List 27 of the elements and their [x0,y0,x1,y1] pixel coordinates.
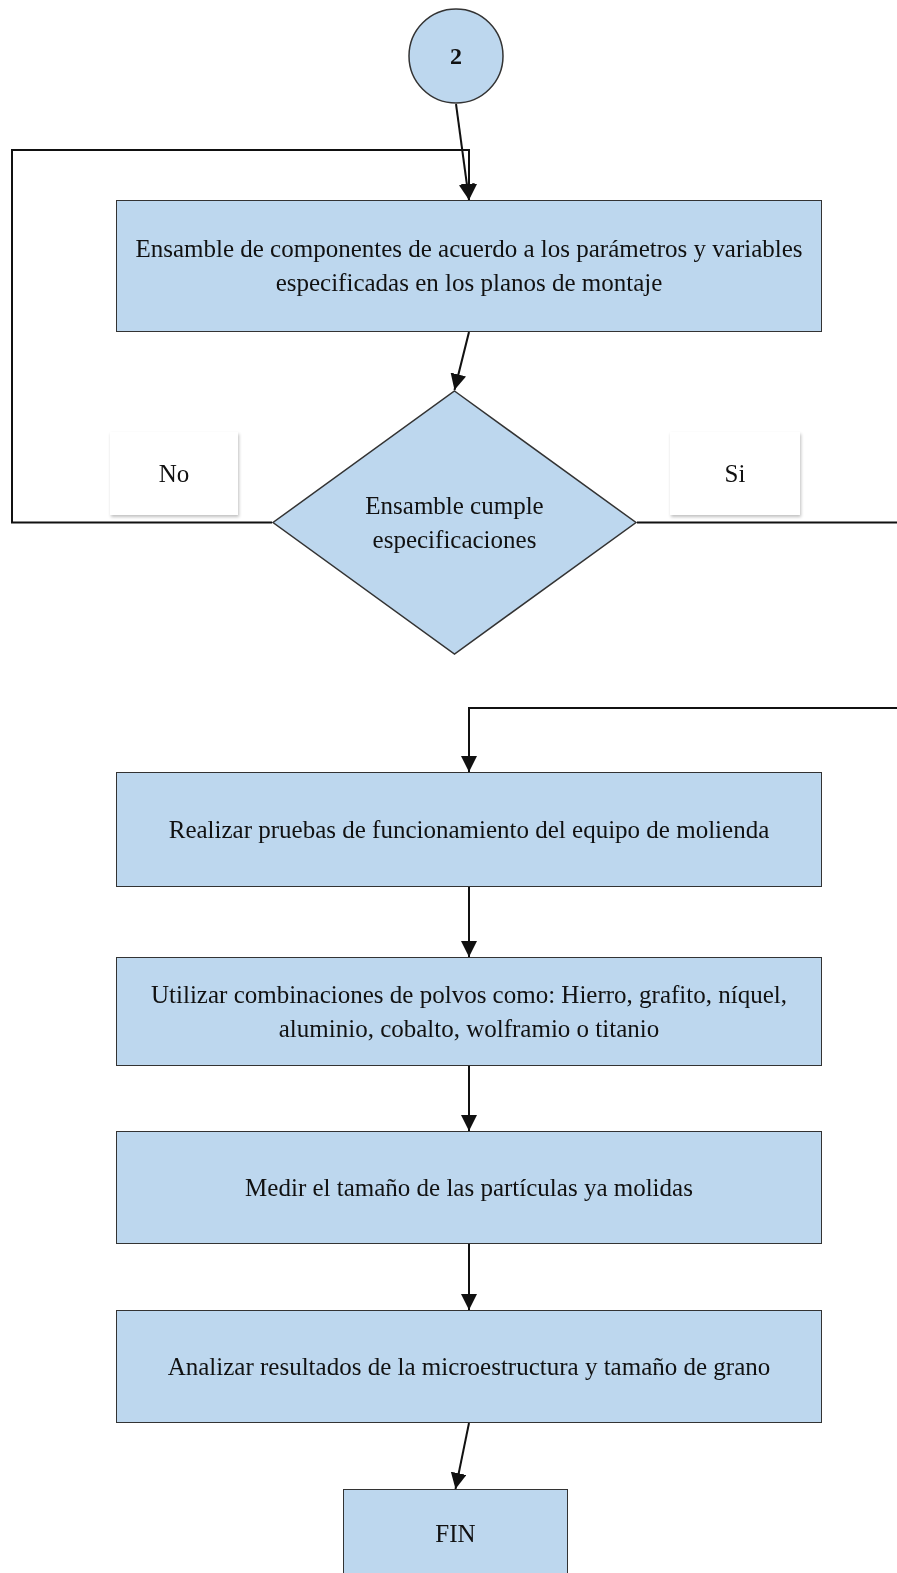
arrow [461,1065,477,1132]
arrow [455,103,475,201]
connector-number: 2 [449,41,463,71]
step-text: Utilizar combinaciones de polvos como: Hierro, grafito, níquel, aluminio, cobalto, wolframio o titanio [150,979,788,1044]
edge-label: Si [670,432,800,515]
arrow [11,149,477,524]
step-text: Realizar pruebas de funcionamiento del equipo de molienda [167,814,771,845]
step-text: Ensamble cumple especificaciones [364,490,545,555]
process-box [116,772,822,887]
step-text: Analizar resultados de la microestructura y tamaño de grano [166,1351,772,1382]
process-box [116,1131,822,1244]
edge-label: No [110,432,238,515]
connector-line [636,521,897,524]
process-box [116,957,822,1066]
arrow [461,1243,477,1311]
process-box [116,200,822,332]
arrow [450,331,470,391]
connector-circle [408,8,504,104]
arrow [461,886,477,958]
process-box [116,1310,822,1423]
step-text: Medir el tamaño de las partículas ya molidas [244,1172,694,1203]
decision-diamond [272,390,637,655]
arrow [450,1422,470,1490]
step-text: Ensamble de componentes de acuerdo a los parámetros y variables especificadas en los planos de montaje [134,234,804,298]
arrow [461,707,897,773]
step-text: FIN [434,1519,477,1550]
terminal-box [343,1489,568,1573]
